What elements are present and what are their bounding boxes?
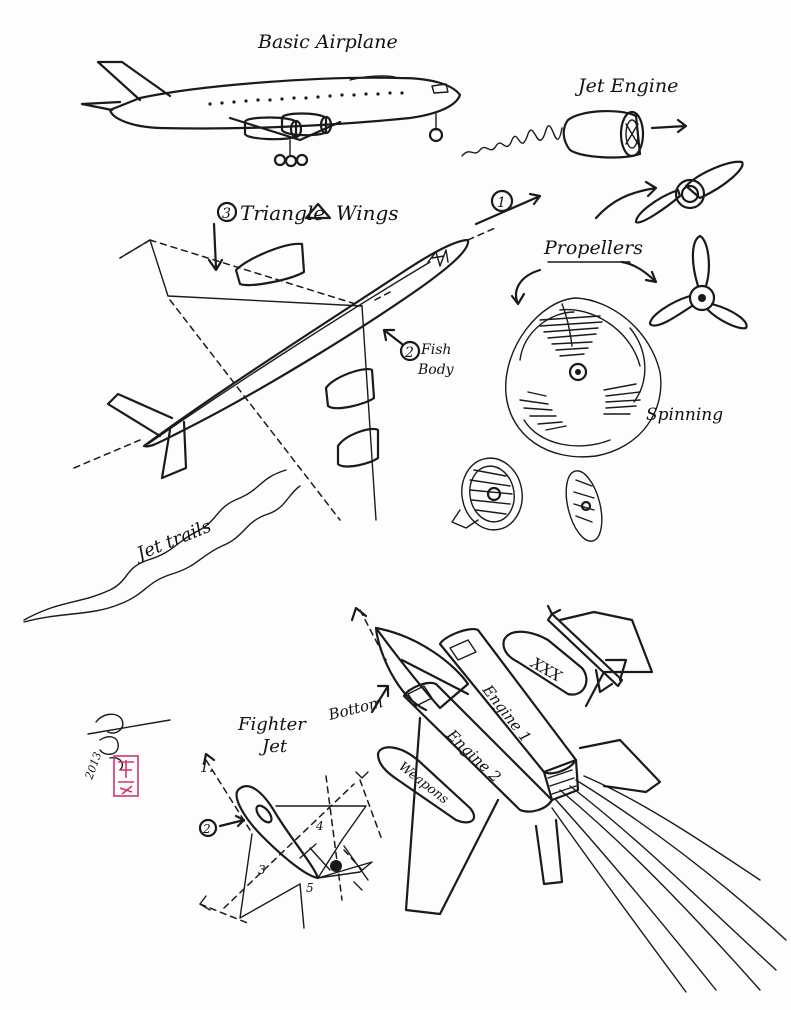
- basic-airplane-title: Basic Airplane: [257, 31, 398, 53]
- jet-engine-title: Jet Engine: [574, 75, 678, 97]
- triangle-label: Triangle: [240, 201, 325, 225]
- fighter-label: Fighter: [237, 714, 307, 735]
- propellers-title: Propellers: [543, 237, 643, 259]
- step-1-marker: [490, 189, 514, 213]
- artist-seal: [113, 755, 139, 797]
- jet-engine-drawing: Jet Engine: [461, 75, 688, 159]
- svg-text:6: 6: [332, 862, 339, 873]
- fish-label: Fish: [420, 342, 451, 358]
- svg-text:3: 3: [222, 206, 231, 222]
- jet-label: Jet: [258, 736, 288, 757]
- step-3-marker: [216, 201, 238, 223]
- spinning-label: Spinning: [646, 405, 723, 425]
- svg-text:2: 2: [202, 822, 211, 836]
- fighter-jet-bottom-drawing: Bottom Engine 1 Engine 2 Weapons XXX: [326, 604, 787, 993]
- svg-text:4: 4: [315, 819, 324, 833]
- artist-signature: 2013: [82, 713, 171, 797]
- signature-year: 2013: [82, 750, 104, 782]
- basic-airplane-drawing: Basic Airplane: [80, 31, 462, 168]
- wings-label: Wings: [336, 201, 399, 225]
- svg-text:2: 2: [404, 345, 414, 361]
- svg-text:1: 1: [497, 195, 506, 211]
- step-2-marker: [399, 340, 421, 362]
- svg-text:3: 3: [258, 863, 266, 877]
- triangle-icon: [304, 202, 332, 220]
- body-label: Body: [417, 362, 455, 378]
- propellers-drawing: Propellers Spinning: [451, 160, 748, 542]
- svg-text:5: 5: [306, 881, 314, 895]
- fighter-jet-construction-drawing: Fighter Jet 1. 2 4 3 5 6: [198, 714, 383, 929]
- main-airplane-drawing: 3 Triangle Wings 1 2 Fish: [23, 189, 542, 623]
- engine-2-label: Engine 2: [443, 725, 505, 786]
- bottom-label: Bottom: [326, 693, 385, 724]
